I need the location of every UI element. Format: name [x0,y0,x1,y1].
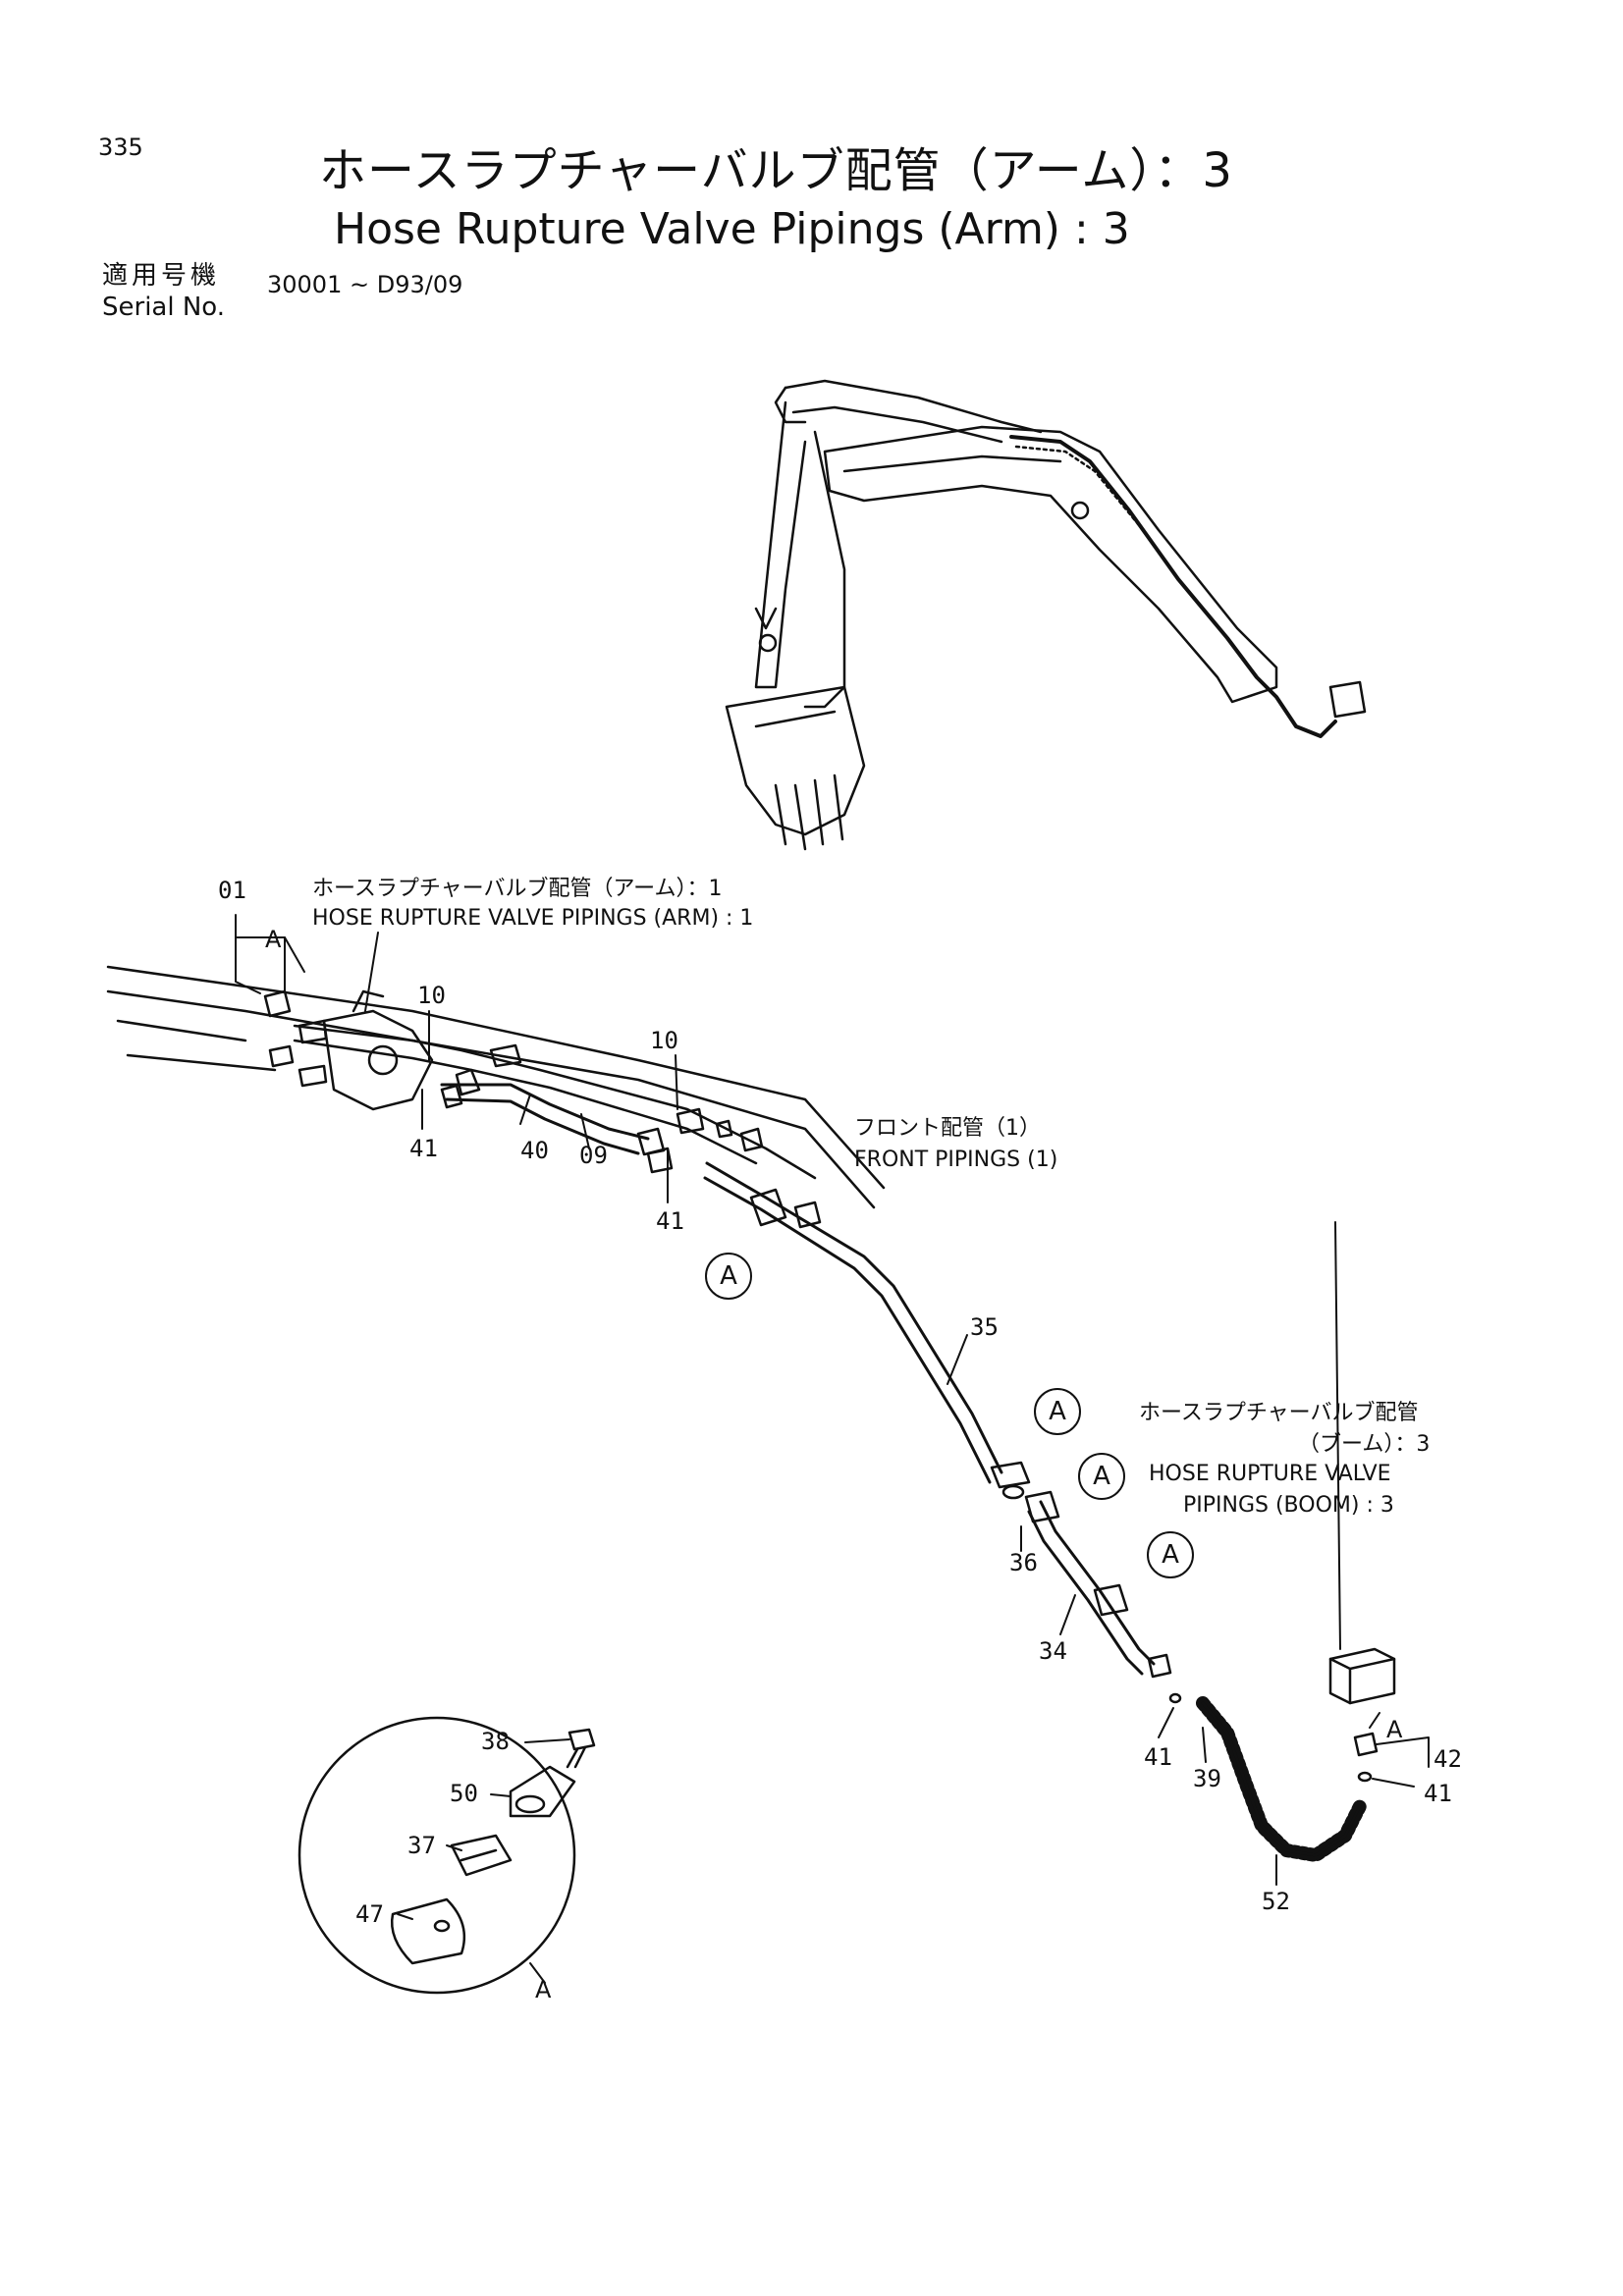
serial-range: 30001 ~ D93/09 [267,271,463,298]
part-number: 35 [970,1313,999,1341]
ref-boom-japanese-1: ホースラプチャーバルブ配管 [1139,1401,1419,1425]
part-number: 10 [650,1027,678,1054]
detail-mark-a: A [1386,1716,1403,1743]
detail-callout-a: A [705,1253,752,1300]
serial-label-english: Serial No. [102,293,225,322]
detail-callout-a: A [1147,1531,1194,1578]
part-number: 09 [579,1142,608,1169]
part-number: 34 [1039,1637,1067,1665]
part-number: 41 [1144,1743,1172,1771]
detail-callout-a: A [1078,1453,1125,1500]
part-number: 01 [218,877,246,904]
detail-a-drawing [298,1716,596,1995]
page-title-english: Hose Rupture Valve Pipings (Arm) : 3 [334,204,1130,254]
ref-front-japanese: フロント配管（1） [854,1116,1041,1141]
page-number: 335 [98,133,143,161]
detail-callout-a: A [1034,1388,1081,1435]
ref-boom-japanese-2: （ブーム）：3 [1298,1432,1431,1457]
part-number: 52 [1262,1888,1290,1915]
part-number: 39 [1193,1765,1221,1792]
serial-label-japanese: 適用号機 [102,261,221,291]
excavator-overview-drawing [725,379,1367,851]
detail-mark-a: A [265,926,282,953]
part-number: 41 [1424,1780,1452,1807]
part-number: 40 [520,1137,549,1164]
part-number: 42 [1434,1745,1462,1773]
ref-front-english: FRONT PIPINGS (1) [854,1148,1058,1172]
part-number: 50 [450,1780,478,1807]
ref-boom-english-1: HOSE RUPTURE VALVE [1149,1462,1391,1486]
part-number: 41 [409,1135,438,1162]
ref-boom-english-2: PIPINGS (BOOM) : 3 [1183,1493,1394,1518]
part-number: 10 [417,982,446,1009]
piping-assembly-drawing [106,914,1430,1886]
detail-mark-a: A [535,1976,552,2003]
ref-arm1-japanese: ホースラプチャーバルブ配管（アーム）：1 [312,877,723,901]
page-title-japanese: ホースラプチャーバルブ配管（アーム）：3 [319,143,1233,198]
ref-arm1-english: HOSE RUPTURE VALVE PIPINGS (ARM) : 1 [312,906,754,931]
part-number: 37 [407,1832,436,1859]
part-number: 36 [1009,1549,1038,1576]
part-number: 38 [481,1728,510,1755]
part-number: 47 [355,1900,384,1928]
part-number: 41 [656,1207,684,1235]
